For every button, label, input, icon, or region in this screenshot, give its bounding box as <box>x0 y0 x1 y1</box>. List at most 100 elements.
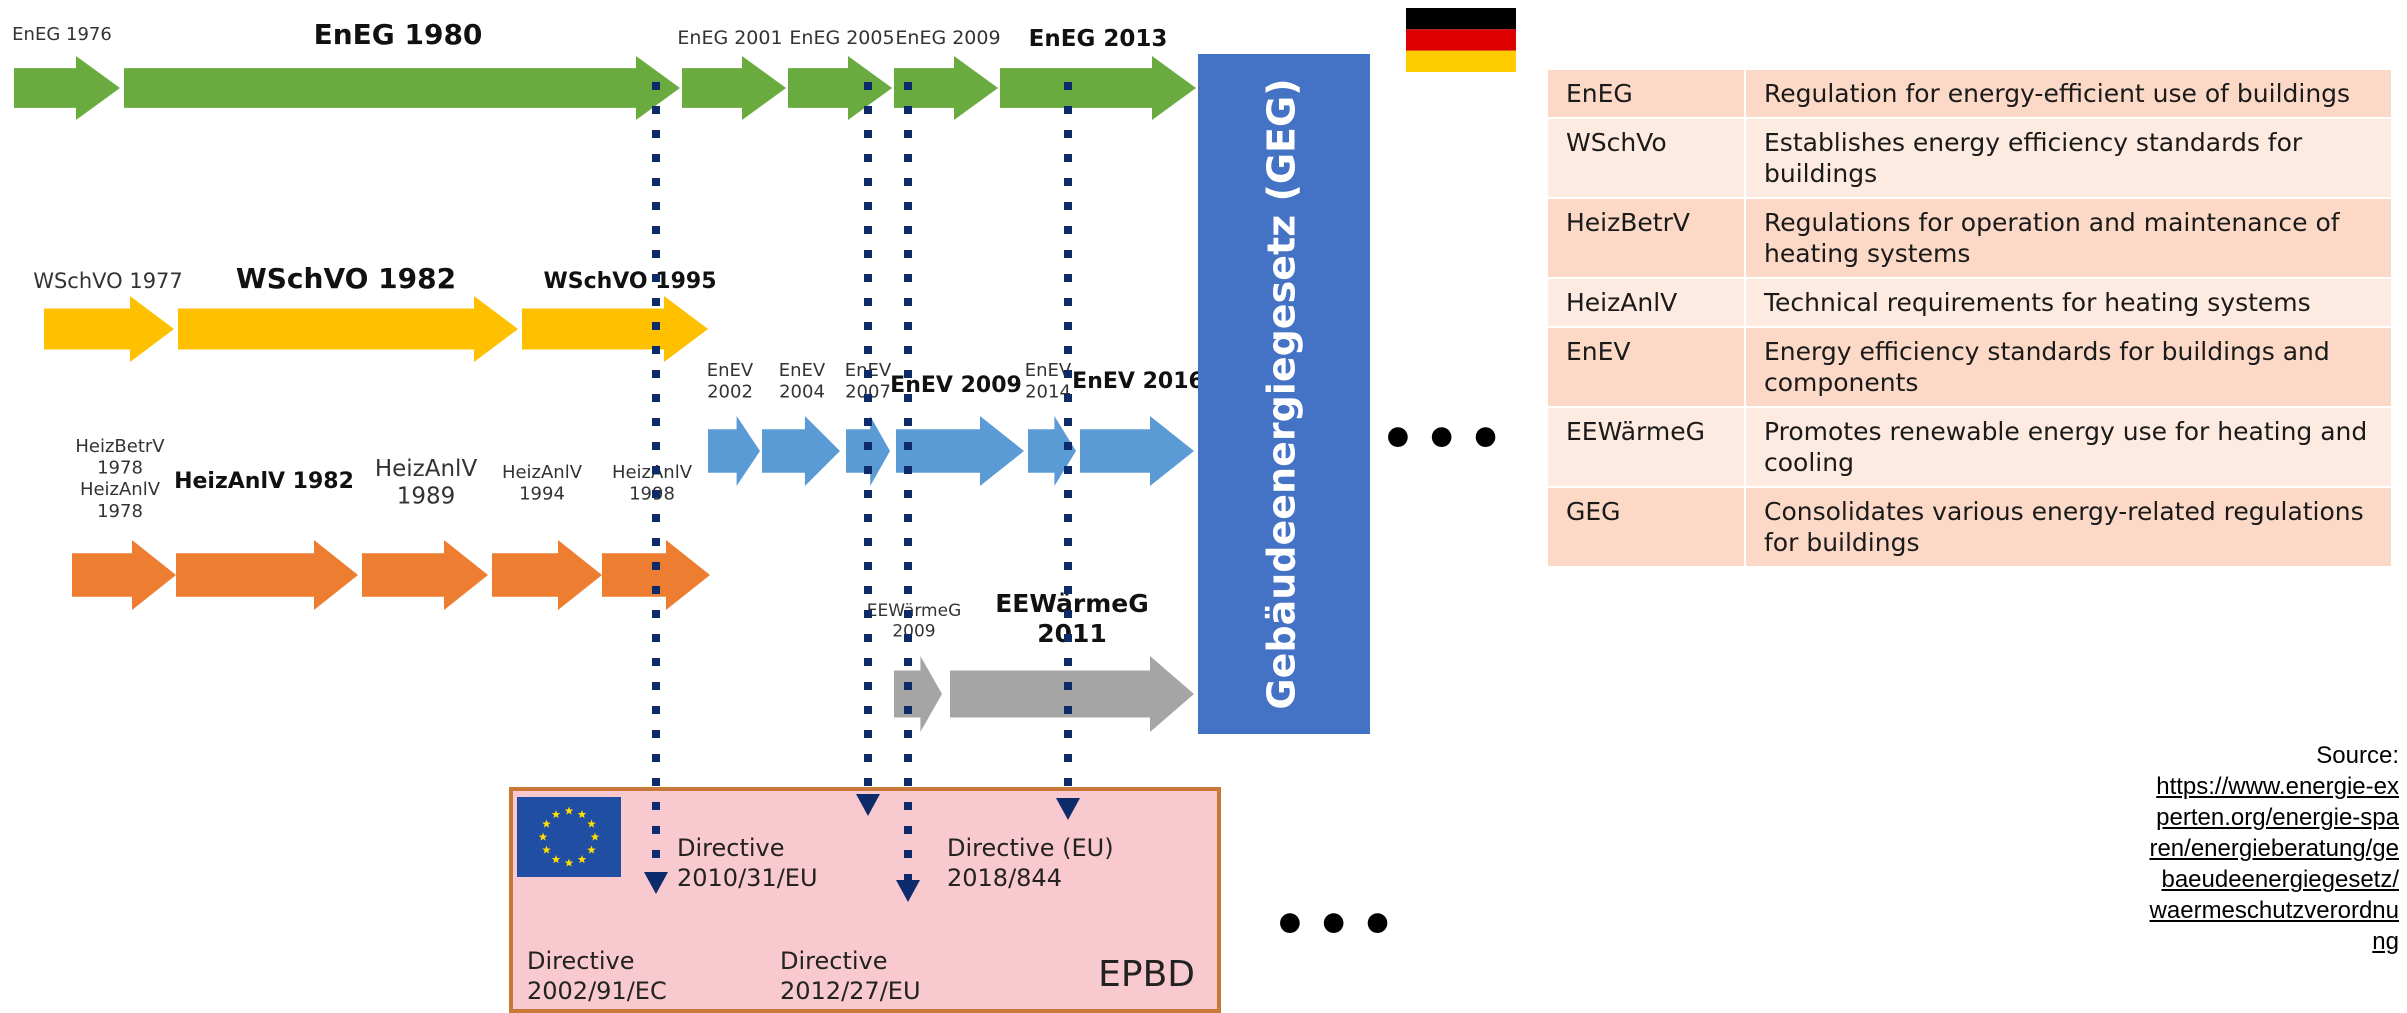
heizanlv-arrow-5 <box>602 540 710 610</box>
legend-abbr: EnEV <box>1546 326 1746 408</box>
legend-abbr: WSchVo <box>1546 117 1746 199</box>
eneg-arrow-1 <box>14 56 120 120</box>
source-note: Source: https://www.energie-experten.org… <box>2149 740 2399 957</box>
legend-desc: Regulation for energy-efficient use of b… <box>1744 68 2393 119</box>
ellipsis-eu: ••• <box>1272 893 1404 958</box>
eneg-arrow-3 <box>682 56 786 120</box>
heizanlv-arrow-2 <box>176 540 358 610</box>
label-wschvo-1982: WSchVO 1982 <box>236 262 456 295</box>
label-enev-2004-line-1: EnEV <box>779 360 826 381</box>
label-eewaermeg-2011-line-2: 2011 <box>1037 619 1107 648</box>
enev-arrow-3 <box>846 416 890 486</box>
label-enev-2002-line-2: 2002 <box>707 382 753 403</box>
label-heizanlv-1994-line-2: 1994 <box>519 484 565 505</box>
directive-2018-844: Directive (EU) 2018/844 <box>947 834 1114 892</box>
eu-star-icon <box>564 806 574 815</box>
label-eneg-2009: EnEG 2009 <box>895 27 1000 49</box>
ellipsis-germany: ••• <box>1380 407 1512 472</box>
enev-arrow-1 <box>708 416 760 486</box>
legend-abbr: HeizBetrV <box>1546 197 1746 279</box>
label-heizanlv-1982: HeizAnlV 1982 <box>174 469 354 494</box>
label-wschvo-1977: WSchVO 1977 <box>33 269 183 293</box>
wschvo-arrow-2 <box>178 296 518 362</box>
geg-label: Gebäudeenergiegesetz (GEG) <box>1260 78 1304 709</box>
legend-abbr: EEWärmeG <box>1546 406 1746 488</box>
eu-star-icon <box>542 845 551 854</box>
legend-abbr: EnEG <box>1546 68 1746 119</box>
timeline-arrows <box>14 56 1196 732</box>
directive-2002-91-ec: Directive 2002/91/EC <box>527 947 667 1005</box>
eu-star-icon <box>551 809 561 819</box>
directive-2012-27-eu: Directive 2012/27/EU <box>780 947 921 1005</box>
eu-star-icon <box>564 858 574 867</box>
legend-desc: Promotes renewable energy use for heatin… <box>1744 406 2393 488</box>
label-enev-2007-line-2: 2007 <box>845 382 891 403</box>
eu-star-icon <box>587 845 596 854</box>
label-eneg-2005: EnEG 2005 <box>789 27 894 49</box>
label-heizbetrv-1978-line-1: HeizBetrV <box>75 436 165 457</box>
enev-arrow-5 <box>1028 416 1076 486</box>
eu-star-icon <box>590 832 600 841</box>
eewaermeg-arrow-1 <box>894 656 942 732</box>
wschvo-arrow-3 <box>522 296 708 362</box>
eewaermeg-arrow-2 <box>950 656 1194 732</box>
eneg-arrow-4 <box>788 56 892 120</box>
label-heizanlv-1994-line-1: HeizAnlV <box>502 462 583 483</box>
label-heizbetrv-1978-line-4: 1978 <box>97 501 143 522</box>
heizanlv-arrow-3 <box>362 540 488 610</box>
label-enev-2009: EnEV 2009 <box>890 373 1022 398</box>
eu-star-icon <box>538 832 548 841</box>
heizanlv-arrow-1 <box>72 540 176 610</box>
eu-star-icon <box>587 819 596 828</box>
legend-desc: Consolidates various energy-related regu… <box>1744 486 2393 568</box>
eu-star-icon <box>577 855 587 864</box>
label-heizbetrv-1978-line-3: HeizAnlV <box>80 479 161 500</box>
legend-desc: Establishes energy efficiency standards … <box>1744 117 2393 199</box>
legend-abbr: GEG <box>1546 486 1746 568</box>
label-heizanlv-1998-line-2: 1998 <box>629 484 675 505</box>
eu-star-icon <box>551 855 561 864</box>
eneg-arrow-6 <box>1000 56 1196 120</box>
legend-desc: Technical requirements for heating syste… <box>1744 277 2393 328</box>
eneg-arrow-5 <box>894 56 998 120</box>
heizanlv-arrow-4 <box>492 540 602 610</box>
source-label: Source: <box>2316 742 2399 769</box>
label-enev-2004-line-2: 2004 <box>779 382 825 403</box>
epbd-label: EPBD <box>1098 954 1195 995</box>
label-eneg-2013: EnEG 2013 <box>1029 26 1168 52</box>
eu-star-icon <box>577 809 587 819</box>
eu-star-icon <box>542 819 551 828</box>
geg-bar <box>1198 54 1370 734</box>
label-eewaermeg-2009-line-2: 2009 <box>892 621 935 641</box>
legend-desc: Energy efficiency standards for building… <box>1744 326 2393 408</box>
legend-abbr: HeizAnlV <box>1546 277 1746 328</box>
label-enev-2014-line-2: 2014 <box>1025 382 1071 403</box>
label-heizanlv-1989-line-2: 1989 <box>397 484 456 510</box>
label-heizanlv-1989-line-1: HeizAnlV <box>375 456 478 482</box>
directive-2010-31-eu: Directive 2010/31/EU <box>677 834 818 892</box>
source-link[interactable]: https://www.energie-experten.org/energie… <box>2149 773 2399 955</box>
epbd-box: Directive 2010/31/EU Directive (EU) 2018… <box>509 787 1221 1013</box>
wschvo-arrow-1 <box>44 296 174 362</box>
label-eewaermeg-2009-line-1: EEWärmeG <box>867 601 962 621</box>
